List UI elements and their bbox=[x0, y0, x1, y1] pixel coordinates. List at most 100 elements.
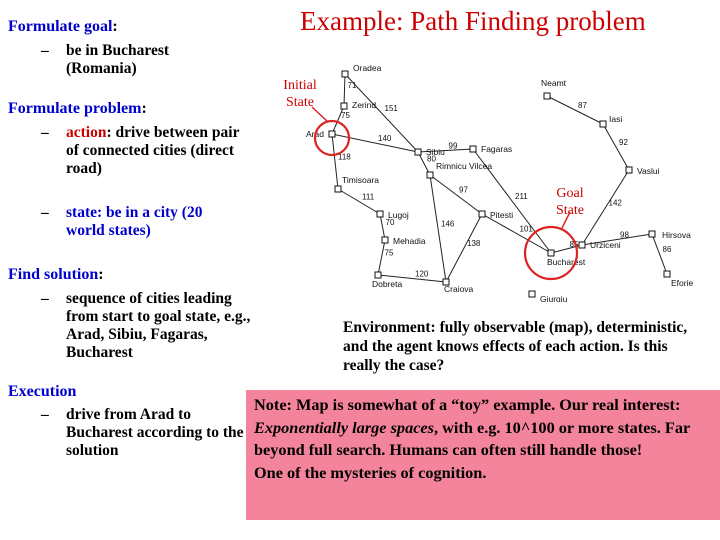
road-distance: 99 bbox=[449, 142, 458, 151]
problem-label: Formulate problem bbox=[8, 100, 142, 117]
road-distance: 85 bbox=[570, 240, 579, 249]
road-distance: 111 bbox=[362, 193, 375, 202]
road-urziceni-hirsova bbox=[581, 233, 653, 246]
execution-bullet: –drive from Arad to Bucharest according … bbox=[41, 406, 244, 459]
city-node-eforie bbox=[663, 270, 671, 278]
city-node-neamt bbox=[543, 92, 551, 100]
road-mehadia-dobreta bbox=[377, 239, 386, 276]
city-label-oradea: Oradea bbox=[353, 63, 382, 73]
road-distance: 142 bbox=[609, 199, 623, 208]
road-lugoj-mehadia bbox=[379, 213, 386, 241]
road-zerind-arad bbox=[331, 105, 345, 135]
city-node-timisoara bbox=[334, 185, 342, 193]
road-distance: 151 bbox=[385, 104, 399, 113]
city-node-zerind bbox=[340, 102, 348, 110]
goal-bullet: –be in Bucharest (Romania) bbox=[41, 42, 170, 77]
road-distance: 146 bbox=[441, 220, 455, 229]
road-distance: 120 bbox=[415, 270, 429, 279]
road-distance: 80 bbox=[427, 155, 436, 164]
road-arad-sibiu bbox=[331, 133, 419, 153]
road-distance: 101 bbox=[520, 225, 534, 234]
road-distance: 140 bbox=[378, 134, 392, 143]
city-node-bucharest bbox=[547, 249, 555, 257]
road-timisoara-lugoj bbox=[337, 188, 381, 215]
city-label-craiova: Craiova bbox=[444, 284, 474, 294]
city-label-rimnicu-vilcea: Rimnicu Vilcea bbox=[436, 161, 492, 171]
city-label-pitesti: Pitesti bbox=[490, 210, 513, 220]
initial-state-pointer bbox=[311, 106, 329, 123]
environment-text: Environment: fully observable (map), det… bbox=[343, 319, 688, 374]
note-emphasis: Exponentially large spaces bbox=[254, 417, 434, 437]
initial-state-circle bbox=[313, 119, 351, 157]
road-distance: 138 bbox=[467, 239, 481, 248]
road-sibiu-rimnicu-vilcea bbox=[417, 151, 431, 176]
road-distance: 97 bbox=[459, 186, 468, 195]
solution-bullet: –sequence of cities leading from start t… bbox=[41, 290, 251, 361]
city-label-neamt: Neamt bbox=[541, 78, 567, 88]
road-distance: 75 bbox=[341, 111, 350, 120]
city-label-giurgiu: Giurgiu bbox=[540, 294, 568, 302]
road-distance: 98 bbox=[620, 231, 629, 240]
execution-heading: Execution bbox=[8, 383, 77, 400]
road-iasi-vaslui bbox=[602, 123, 630, 171]
city-node-iasi bbox=[599, 120, 607, 128]
city-node-hirsova bbox=[648, 230, 656, 238]
goal-state-label: Goal State bbox=[556, 186, 584, 218]
city-node-rimnicu-vilcea bbox=[426, 171, 434, 179]
state-bullet: –state: be in a city (20 world states) bbox=[41, 204, 203, 239]
city-label-vaslui: Vaslui bbox=[637, 166, 660, 176]
road-hirsova-eforie bbox=[651, 233, 668, 275]
city-node-giurgiu bbox=[528, 290, 536, 298]
goal-state-pointer bbox=[561, 211, 571, 229]
road-sibiu-fagaras bbox=[417, 148, 474, 153]
city-label-dobreta: Dobreta bbox=[372, 279, 403, 289]
city-node-vaslui bbox=[625, 166, 633, 174]
road-arad-timisoara bbox=[331, 133, 339, 190]
road-oradea-zerind bbox=[343, 73, 346, 107]
action-bullet: –action: drive between pair of connected… bbox=[41, 124, 240, 177]
page-title: Example: Path Finding problem bbox=[300, 6, 646, 36]
goal-label: Formulate goal bbox=[8, 18, 113, 35]
road-craiova-pitesti bbox=[445, 213, 483, 283]
road-distance: 70 bbox=[386, 218, 395, 227]
road-neamt-iasi bbox=[546, 95, 604, 125]
city-label-hirsova: Hirsova bbox=[662, 230, 691, 240]
problem-heading: Formulate problem: bbox=[8, 100, 147, 117]
city-node-urziceni bbox=[578, 241, 586, 249]
road-fagaras-bucharest bbox=[472, 148, 552, 254]
city-node-pitesti bbox=[478, 210, 486, 218]
road-distance: 87 bbox=[578, 101, 587, 110]
city-label-eforie: Eforie bbox=[671, 278, 693, 288]
city-label-zerind: Zerind bbox=[352, 100, 376, 110]
solution-heading: Find solution: bbox=[8, 266, 104, 283]
road-pitesti-bucharest bbox=[481, 213, 552, 254]
road-distance: 86 bbox=[663, 245, 672, 254]
city-label-mehadia: Mehadia bbox=[393, 236, 426, 246]
city-node-dobreta bbox=[374, 271, 382, 279]
city-node-craiova bbox=[442, 278, 450, 286]
note-text: Note: Map is somewhat of a “toy” example… bbox=[254, 395, 690, 482]
road-distance: 211 bbox=[515, 192, 528, 201]
initial-state-label: Initial State bbox=[283, 78, 317, 110]
road-rimnicu-vilcea-pitesti bbox=[429, 174, 483, 215]
city-label-fagaras: Fagaras bbox=[481, 144, 512, 154]
city-node-fagaras bbox=[469, 145, 477, 153]
city-label-bucharest: Bucharest bbox=[547, 257, 586, 267]
city-label-urziceni: Urziceni bbox=[590, 240, 621, 250]
city-label-sibiu: Sibiu bbox=[426, 147, 445, 157]
city-node-lugoj bbox=[376, 210, 384, 218]
action-keyword: action bbox=[66, 124, 107, 141]
city-node-mehadia bbox=[381, 236, 389, 244]
state-keyword: state bbox=[66, 204, 97, 221]
city-label-iasi: Iasi bbox=[609, 114, 622, 124]
goal-heading: Formulate goal: bbox=[8, 18, 118, 35]
city-node-oradea bbox=[341, 70, 349, 78]
road-distance: 92 bbox=[619, 138, 628, 147]
city-label-timisoara: Timisoara bbox=[342, 175, 379, 185]
note-box: Note: Map is somewhat of a “toy” example… bbox=[246, 390, 720, 520]
road-dobreta-craiova bbox=[377, 274, 447, 283]
goal-state-circle bbox=[523, 225, 579, 281]
road-vaslui-urziceni bbox=[581, 169, 630, 246]
road-rimnicu-vilcea-craiova bbox=[429, 174, 447, 283]
